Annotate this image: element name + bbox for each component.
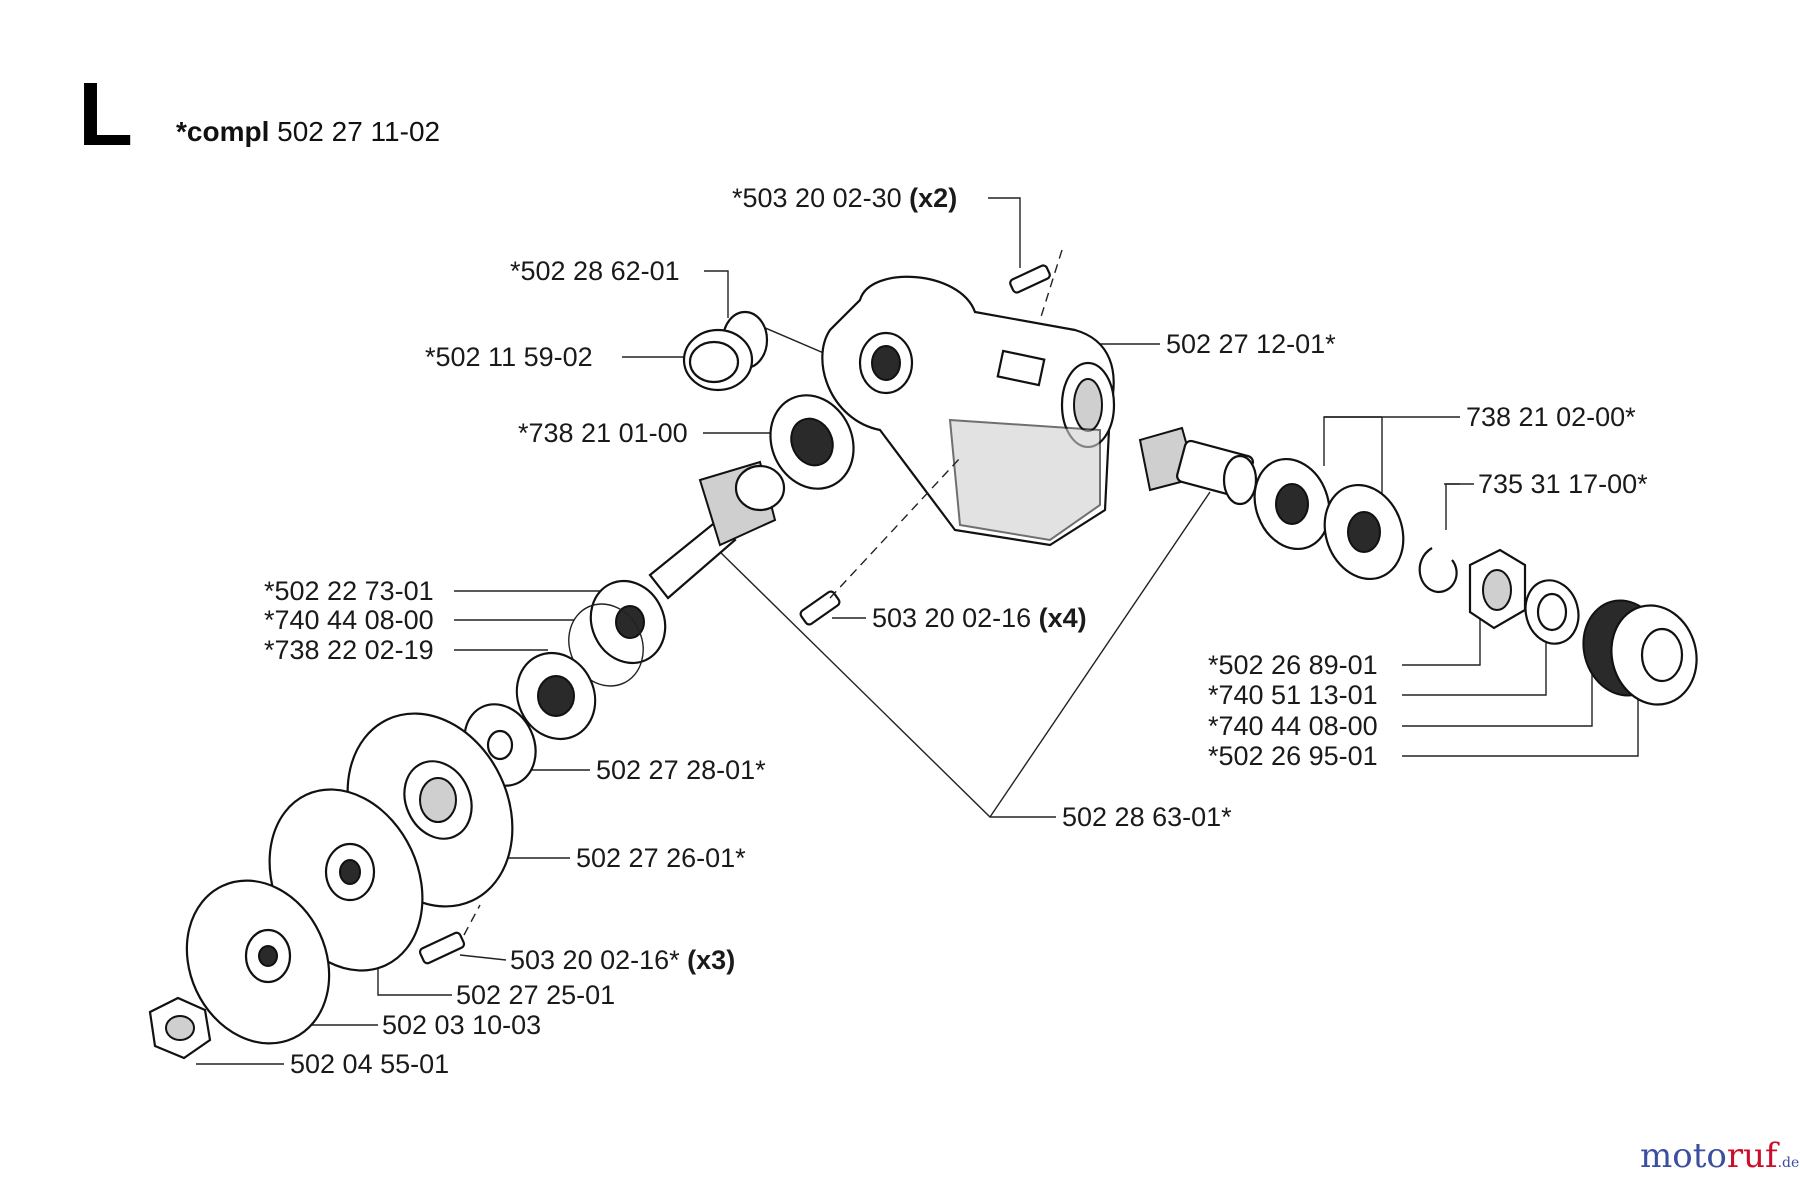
callout-735-31-17-00: 735 31 17-00* bbox=[1478, 469, 1648, 499]
callout-502-27-26-01: 502 27 26-01* bbox=[576, 843, 746, 873]
part-lower-seal-stack bbox=[515, 579, 667, 741]
watermark-tld: .de bbox=[1777, 1155, 1800, 1171]
part-bearing-upper bbox=[769, 394, 855, 490]
callout-number: *740 44 08-00 bbox=[1208, 711, 1378, 741]
callout-number: *740 51 13-01 bbox=[1208, 680, 1378, 710]
callout-502-28-62-01: *502 28 62-01 bbox=[510, 256, 680, 286]
part-guard-cup bbox=[185, 879, 331, 1045]
callout-qty: (x3) bbox=[687, 945, 736, 975]
section-letter: L bbox=[78, 65, 133, 165]
compl-number: 502 27 11-02 bbox=[277, 116, 441, 147]
callout-number: *502 26 89-01 bbox=[1208, 650, 1378, 680]
callout-number: *502 11 59-02 bbox=[425, 342, 593, 372]
callout-number: *502 22 73-01 bbox=[264, 576, 434, 606]
callout-503-20-02-16-x3: 503 20 02-16* (x3) bbox=[510, 945, 735, 975]
callout-number: *502 26 95-01 bbox=[1208, 741, 1378, 771]
callout-503-20-02-16-x4: 503 20 02-16 (x4) bbox=[872, 603, 1087, 633]
callout-502-04-55-01: 502 04 55-01 bbox=[290, 1049, 449, 1079]
part-screw-x4 bbox=[799, 457, 961, 626]
callout-502-22-73-01: *502 22 73-01 bbox=[264, 576, 434, 606]
part-circlip bbox=[1418, 547, 1458, 594]
callout-502-27-28-01: 502 27 28-01* bbox=[596, 755, 766, 785]
callout-502-11-59-02: *502 11 59-02 bbox=[425, 342, 593, 372]
part-plug bbox=[682, 310, 769, 392]
callout-502-26-89-01: *502 26 89-01 bbox=[1208, 650, 1378, 680]
callout-number: *503 20 02-30 bbox=[732, 183, 902, 213]
callout-740-44-08-00-right: *740 44 08-00 bbox=[1208, 711, 1378, 741]
callout-502-26-95-01: *502 26 95-01 bbox=[1208, 741, 1378, 771]
part-top-screw bbox=[1009, 249, 1063, 321]
callout-number: *738 21 01-00 bbox=[518, 418, 688, 448]
watermark-brand-b: ruf bbox=[1726, 1136, 1778, 1176]
callout-502-03-10-03: 502 03 10-03 bbox=[382, 1010, 541, 1040]
part-pinion-shaft bbox=[648, 460, 786, 600]
part-gear-housing bbox=[821, 275, 1116, 547]
callout-number: 502 03 10-03 bbox=[382, 1010, 542, 1040]
callout-740-51-13-01: *740 51 13-01 bbox=[1208, 680, 1378, 710]
callout-number: *740 44 08-00 bbox=[264, 605, 434, 635]
complete-assembly-label: *compl 502 27 11-02 bbox=[176, 117, 440, 147]
callout-502-27-25-01: 502 27 25-01 bbox=[456, 980, 615, 1010]
callout-number: 503 20 02-16 bbox=[872, 603, 1032, 633]
callout-number: 738 21 02-00* bbox=[1466, 402, 1636, 432]
callout-number: 502 28 63-01* bbox=[1062, 802, 1232, 832]
callout-number: 502 04 55-01 bbox=[290, 1049, 450, 1079]
callout-502-27-12-01: 502 27 12-01* bbox=[1166, 329, 1336, 359]
callout-738-21-02-00: 738 21 02-00* bbox=[1466, 402, 1636, 432]
callout-qty: (x4) bbox=[1038, 603, 1087, 633]
part-bevel-gear bbox=[1138, 426, 1258, 506]
part-right-seal-stack bbox=[1468, 548, 1698, 706]
callout-740-44-08-00-left: *740 44 08-00 bbox=[264, 605, 434, 635]
callout-number: 502 27 25-01 bbox=[456, 980, 616, 1010]
callout-738-21-01-00: *738 21 01-00 bbox=[518, 418, 688, 448]
callout-503-20-02-30: *503 20 02-30 (x2) bbox=[732, 183, 957, 213]
part-bearings-right bbox=[1253, 457, 1405, 581]
callout-number: 502 27 12-01* bbox=[1166, 329, 1336, 359]
callout-qty: (x2) bbox=[909, 183, 958, 213]
callout-number: 503 20 02-16* bbox=[510, 945, 680, 975]
callout-number: 735 31 17-00* bbox=[1478, 469, 1648, 499]
callout-502-28-63-01: 502 28 63-01* bbox=[1062, 802, 1232, 832]
callout-number: 502 27 26-01* bbox=[576, 843, 746, 873]
callout-738-22-02-19: *738 22 02-19 bbox=[264, 635, 434, 665]
watermark-brand-a: moto bbox=[1640, 1136, 1727, 1176]
callout-number: 502 27 28-01* bbox=[596, 755, 766, 785]
part-screw-x3 bbox=[418, 904, 481, 965]
part-nut bbox=[148, 996, 212, 1060]
compl-prefix: *compl bbox=[176, 116, 270, 147]
callout-number: *738 22 02-19 bbox=[264, 635, 434, 665]
callout-number: *502 28 62-01 bbox=[510, 256, 680, 286]
motoruf-watermark: motoruf.de bbox=[1640, 1138, 1799, 1181]
